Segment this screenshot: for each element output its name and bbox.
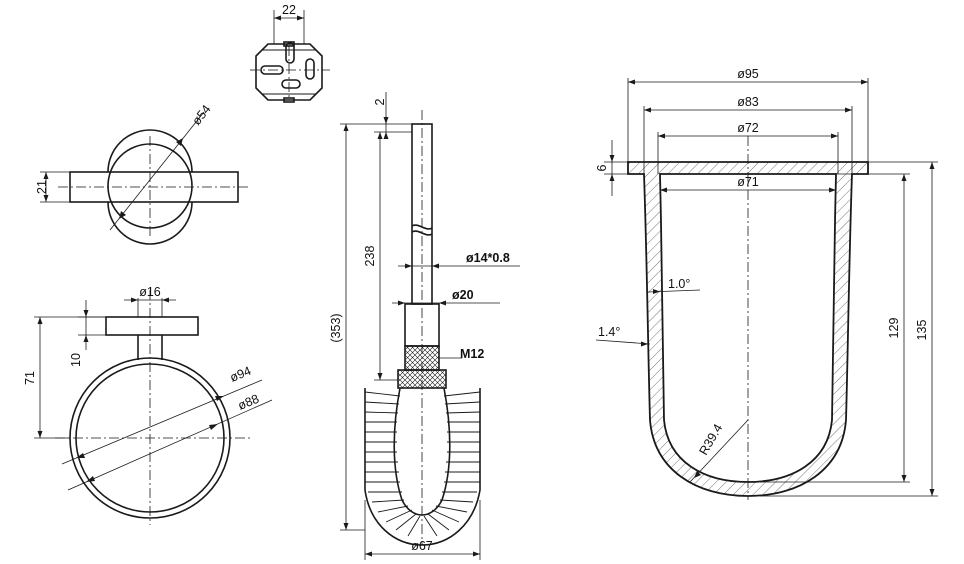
mount-bracket-view: 22 [250, 3, 330, 103]
cup-d71-label: ø71 [737, 175, 759, 189]
cup-d83-label: ø83 [737, 95, 759, 109]
handle-tube-label: ø14*0.8 [466, 251, 510, 265]
collar-label: ø20 [452, 288, 474, 302]
cup-d95-label: ø95 [737, 67, 759, 81]
top-gap-label: 2 [373, 98, 387, 105]
arm-thickness-label: 10 [69, 353, 83, 367]
plate-view: ø54 21 [35, 102, 248, 245]
cup-section-view: ø95 ø83 ø72 ø71 6 1.0° 1.4° R39.4 129 [595, 67, 938, 500]
cup-angle-1-label: 1.0° [668, 277, 690, 291]
brush-diameter-label: ø67 [411, 539, 433, 553]
ring-outer-label: ø94 [228, 364, 253, 385]
brush-bristles [364, 388, 481, 546]
plate-diameter-label: ø54 [189, 102, 213, 128]
cup-d72-label: ø72 [737, 121, 759, 135]
ring-height-label: 71 [23, 371, 37, 385]
handle-length-label: 238 [363, 246, 377, 267]
ring-holder-view: ø16 10 71 ø94 ø88 [23, 285, 273, 525]
mount-width-label: 22 [282, 3, 296, 17]
thread-label: M12 [460, 347, 484, 361]
brush-view: (353) 238 2 ø14*0.8 ø20 M12 ø67 [329, 92, 520, 560]
arm-diameter-label: ø16 [139, 285, 161, 299]
ring-inner-label: ø88 [236, 392, 261, 413]
cup-depth-label: 129 [887, 318, 901, 339]
cup-radius-label: R39.4 [696, 422, 725, 458]
cup-height-label: 135 [915, 320, 929, 341]
cup-rim-label: 6 [595, 164, 609, 171]
total-length-label: (353) [329, 313, 343, 342]
plate-thickness-label: 21 [35, 180, 49, 194]
cup-angle-2-label: 1.4° [598, 325, 620, 339]
